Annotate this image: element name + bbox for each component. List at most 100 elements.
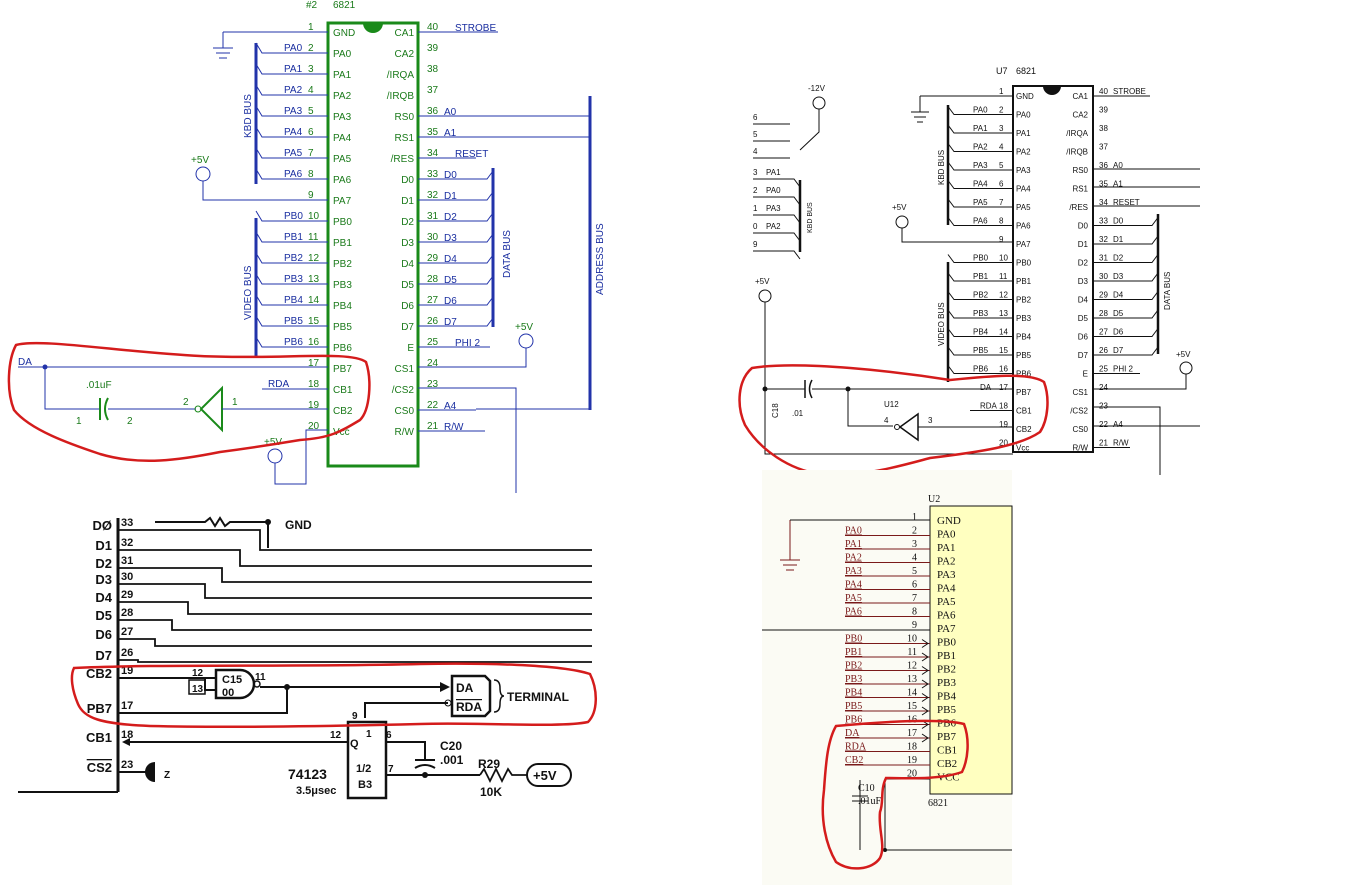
panel2-pin-num: 18 xyxy=(999,402,1008,411)
panel1-pin-num: 33 xyxy=(427,169,439,180)
panel2-pin-num: 39 xyxy=(1099,106,1108,115)
panel2-kbd-conn-num: 3 xyxy=(753,168,758,177)
panel2-pin-signal: PA6 xyxy=(973,217,988,226)
panel3-cs2-ground xyxy=(145,762,155,782)
panel2-pin-num: 4 xyxy=(999,143,1004,152)
panel1-da-label: DA xyxy=(18,357,32,368)
panel1-cap-pin2: 2 xyxy=(127,416,133,427)
panel1-pin-num: 15 xyxy=(308,316,320,327)
panel4-pin-signal: PA3 xyxy=(845,566,862,577)
panel2-pin-name: PA0 xyxy=(1016,111,1031,120)
panel4-pin-signal: PB1 xyxy=(845,647,862,658)
panel2-plus5v-right: +5V xyxy=(1176,350,1191,359)
panel2-pin-signal: PB5 xyxy=(973,346,989,355)
panel1-cap-pin1: 1 xyxy=(76,416,82,427)
panel2-pin-num: 32 xyxy=(1099,235,1108,244)
panel2-inv-ref: U12 xyxy=(884,400,899,409)
panel1-pin-num: 16 xyxy=(308,337,320,348)
panel2-pin-num: 1 xyxy=(999,87,1004,96)
panel1-pin-name: D5 xyxy=(401,280,414,291)
panel2-pin-name: PA7 xyxy=(1016,240,1031,249)
panel4-pin-name: PB0 xyxy=(937,637,956,649)
panel4-pin-signal: PA2 xyxy=(845,553,862,564)
panel4-pin-signal: PB2 xyxy=(845,661,862,672)
panel3-os-half: 1/2 xyxy=(356,763,371,775)
panel4-pin-signal: RDA xyxy=(845,742,867,753)
panel1-pin-name: D4 xyxy=(401,259,414,270)
panel2-pin-num: 24 xyxy=(1099,383,1108,392)
panel2-plus5v-pa7-terminal xyxy=(895,215,909,229)
panel1-data-bus-label: DATA BUS xyxy=(502,230,513,278)
panel3-rda: RDA xyxy=(456,700,482,714)
panel1-inv-in: 1 xyxy=(232,397,238,408)
panel2-pin-name: PB1 xyxy=(1016,277,1032,286)
panel1-ground-symbol xyxy=(213,32,233,59)
panel2-pin-signal: PA2 xyxy=(973,143,988,152)
panel1-pin-num: 20 xyxy=(308,421,320,432)
panel1-pin-name: PB7 xyxy=(333,364,352,375)
panel4-cap-ref: C10 xyxy=(858,783,875,794)
panel2-pin-name: R/W xyxy=(1072,444,1088,453)
panel2-pin-name: PA1 xyxy=(1016,129,1031,138)
panel2-pin-name: PB3 xyxy=(1016,314,1032,323)
panel2-pin-signal: D5 xyxy=(1113,309,1124,318)
panel2-pin-name: PA3 xyxy=(1016,166,1031,175)
panel4-pin-name: PA0 xyxy=(937,529,956,541)
panel2-pin-signal: R/W xyxy=(1113,439,1129,448)
panel4-pin-name: PB5 xyxy=(937,704,956,716)
panel3-os-pin1: 1 xyxy=(366,729,372,740)
panel4-pin-num: 2 xyxy=(912,526,917,537)
panel4-pin-name: PA7 xyxy=(937,623,956,635)
panel4-pin-num: 8 xyxy=(912,607,917,618)
panel2-pin-num: 28 xyxy=(1099,309,1108,318)
panel4-red-highlight xyxy=(821,719,969,870)
panel3-pin-num: 27 xyxy=(121,626,133,638)
panel2-inverter xyxy=(898,412,919,442)
panel1-pin-signal: PB6 xyxy=(284,337,303,348)
panel2-kbd-conn-signal: PA3 xyxy=(766,204,781,213)
panel2-pin-num: 23 xyxy=(1099,402,1108,411)
panel1-pin-signal: PHI 2 xyxy=(455,338,480,349)
panel2-pin-signal: PHI 2 xyxy=(1113,365,1134,374)
panel1-pin-name: PA4 xyxy=(333,133,352,144)
panel1-pin-name: D3 xyxy=(401,238,414,249)
panel2-pin-num: 17 xyxy=(999,383,1008,392)
panel2-data-bus-label: DATA BUS xyxy=(1163,272,1172,310)
panel3-plus5v-box xyxy=(526,763,572,787)
panel1-pin-name: CB1 xyxy=(333,385,353,396)
panel3-signal-label: D6 xyxy=(95,627,112,642)
panel2-pin-name: PA4 xyxy=(1016,185,1031,194)
panel2-pin-name: PA6 xyxy=(1016,222,1031,231)
panel4-pin-signal: PA0 xyxy=(845,526,862,537)
panel4-pin-signal: PB4 xyxy=(845,688,862,699)
panel2-pin-signal: DA xyxy=(980,383,992,392)
panel2-kbd-conn-num: 9 xyxy=(753,240,758,249)
panel2-pin-num: 38 xyxy=(1099,124,1108,133)
panel1-plus5v-vcc: +5V xyxy=(264,437,282,448)
panel1-pin-name: D0 xyxy=(401,175,414,186)
panel1-address-bus-label: ADDRESS BUS xyxy=(595,223,606,295)
panel1-pin-num: 9 xyxy=(308,190,314,201)
panel1-pin-signal: A1 xyxy=(444,128,457,139)
panel2-pin-name: D7 xyxy=(1078,351,1089,360)
panel2-pin-signal: A4 xyxy=(1113,420,1123,429)
panel1-pin-signal: D6 xyxy=(444,296,457,307)
panel1-pin-signal: PB2 xyxy=(284,253,303,264)
panel2-pin-num: 13 xyxy=(999,309,1008,318)
panel1-pin-name: D7 xyxy=(401,322,414,333)
panel1-pin-name: D2 xyxy=(401,217,414,228)
panel2-pin-num: 21 xyxy=(1099,439,1108,448)
panel2-pin-name: D0 xyxy=(1078,222,1089,231)
panel1-kbd-bus-label: KBD BUS xyxy=(243,94,254,138)
panel1-pin-num: 22 xyxy=(427,400,439,411)
panel4-pin-signal: PB6 xyxy=(845,715,862,726)
panel2-pin-num: 25 xyxy=(1099,365,1108,374)
panel4-pin-name: PA5 xyxy=(937,596,956,608)
panel2-cap-value: .01 xyxy=(792,409,804,418)
panel2-chip-id: U7 xyxy=(996,66,1008,76)
panel4-pin-num: 19 xyxy=(907,755,917,766)
panel1-pin-name: PB2 xyxy=(333,259,352,270)
panel1-pin-num: 38 xyxy=(427,64,439,75)
panel2-chip-part: 6821 xyxy=(1016,66,1036,76)
